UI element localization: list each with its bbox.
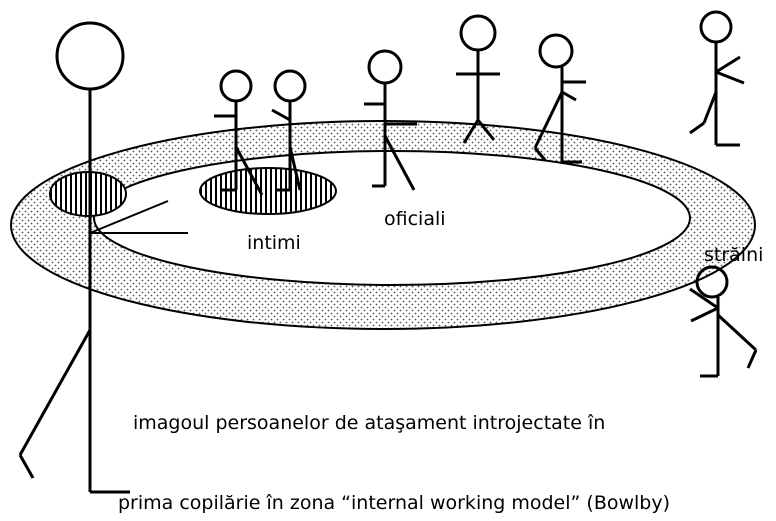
official-figure-1 bbox=[364, 49, 417, 191]
stranger-figure-2 bbox=[689, 265, 758, 378]
official-figure-2 bbox=[456, 14, 500, 144]
official-label: oficiali bbox=[384, 208, 446, 230]
intimate-label: intimi bbox=[247, 232, 301, 254]
intimate-hatch-ellipse bbox=[199, 167, 337, 215]
strangers-label: străini bbox=[704, 244, 764, 266]
intimate-figure-2 bbox=[271, 69, 307, 192]
caption-line-2: prima copilărie în zona “internal workin… bbox=[118, 492, 671, 514]
pointer-line-upper bbox=[89, 200, 169, 234]
intimate-figure-1 bbox=[214, 69, 264, 196]
caption-line-1: imagoul persoanelor de ataşament introje… bbox=[133, 412, 606, 434]
stranger-figure-1 bbox=[689, 10, 745, 147]
self-figure bbox=[18, 21, 130, 494]
working-model-hatch-ellipse bbox=[49, 171, 127, 217]
official-figure-3 bbox=[533, 33, 586, 164]
